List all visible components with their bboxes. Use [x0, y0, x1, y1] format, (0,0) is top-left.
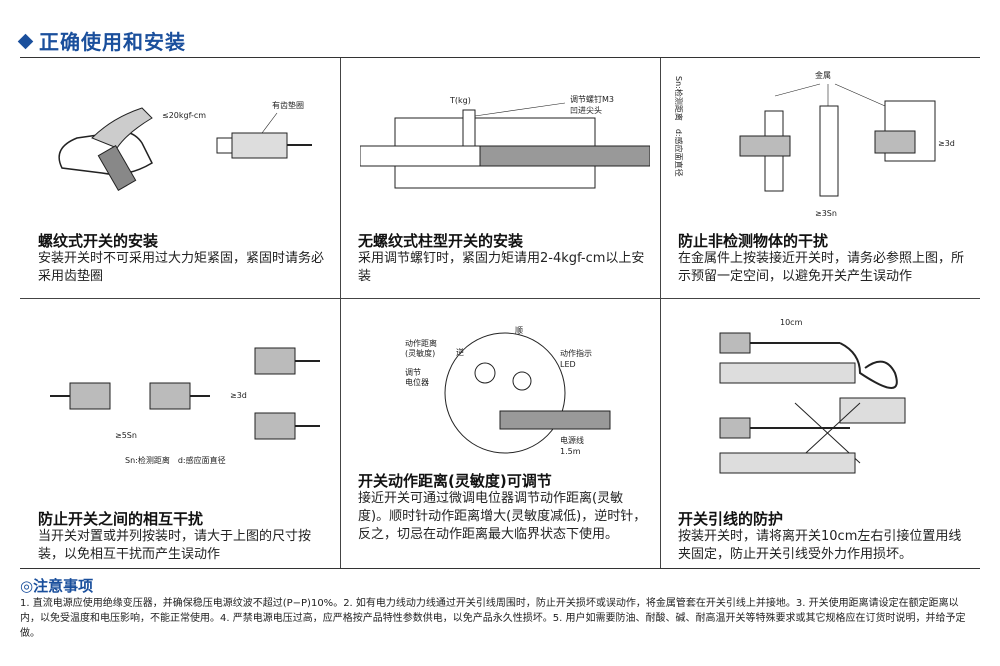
cell-title: 螺纹式开关的安装: [38, 232, 159, 250]
cell-unthreaded-install: T(kg) 调节螺钉M3 凹进尖头 无螺纹式柱型开关的安装 采用调节螺钉时，紧固…: [340, 58, 660, 298]
cell-metal-interference: Sn:检测距离 d:感应面直径 金属 ≥3Sn ≥3d 防止非检测物体的干扰 在…: [660, 58, 980, 298]
led-label: LED: [560, 360, 576, 369]
divider: [340, 58, 341, 568]
cw-label: 顺: [515, 326, 523, 335]
cell-body: 接近开关可通过微调电位器调节动作距离(灵敏度)。顺时针动作距离增大(灵敏度减低)…: [358, 491, 647, 542]
install-grid: ≤20kgf-cm 有齿垫圈 螺纹式开关的安装 安装开关时不可采用过大力矩紧固，…: [20, 58, 980, 568]
metal-label: 金属: [815, 70, 831, 80]
dim-label: ≥5Sn: [115, 431, 137, 440]
led-label: 动作指示: [560, 348, 592, 358]
cell-title: 防止开关之间的相互干扰: [38, 510, 204, 528]
cell-body: 按装开关时，请将离开关10cm左右引接位置用线夹固定，防止开关引线受外力作用损坏…: [678, 529, 962, 562]
dim-label: ≥3d: [938, 139, 955, 148]
cell-body: 采用调节螺钉时，紧固力矩请用2-4kgf-cm以上安装: [358, 251, 645, 284]
screw-label: 调节螺钉M3: [570, 94, 614, 104]
divider: [660, 58, 661, 568]
notes-title: ◎注意事项: [20, 577, 94, 595]
cell-title: 无螺纹式柱型开关的安装: [358, 232, 524, 250]
pot-label: 电位器: [405, 377, 429, 387]
adjustable-range-figure: 动作距离 (灵敏度) 调节 电位器 顺 逆 动作指示 LED 电源线 1.5m: [405, 326, 611, 456]
tip-label: 凹进尖头: [570, 105, 602, 115]
distance-label: 10cm: [780, 318, 803, 327]
range-label: (灵敏度): [405, 348, 435, 358]
cell-body: 在金属件上按装接近开关时，请务必参照上图，所示预留一定空间，以避免开关产生误动作: [678, 251, 965, 284]
ccw-label: 逆: [456, 347, 464, 357]
divider: [20, 298, 980, 299]
cell-title: 开关引线的防护: [678, 510, 784, 528]
range-label: 动作距离: [405, 338, 437, 348]
cable-label: 电源线: [560, 435, 584, 445]
dim-label: ≥3Sn: [815, 209, 837, 218]
cell-adjustable-range: 动作距离 (灵敏度) 调节 电位器 顺 逆 动作指示 LED 电源线 1.5m …: [340, 298, 660, 568]
metal-interference-figure: Sn:检测距离 d:感应面直径 金属 ≥3Sn ≥3d: [674, 70, 955, 218]
washer-label: 有齿垫圈: [272, 100, 304, 110]
cell-threaded-install: ≤20kgf-cm 有齿垫圈 螺纹式开关的安装 安装开关时不可采用过大力矩紧固，…: [20, 58, 340, 298]
threaded-install-figure: ≤20kgf-cm 有齿垫圈: [58, 100, 312, 192]
legend-label: Sn:检测距离 d:感应面直径: [125, 455, 226, 465]
mutual-interference-figure: ≥5Sn ≥3d Sn:检测距离 d:感应面直径: [50, 347, 320, 465]
pot-label: 调节: [405, 368, 421, 377]
top-rule: [20, 57, 980, 58]
torque-label: ≤20kgf-cm: [162, 111, 206, 120]
lead-protection-figure: 10cm: [719, 318, 906, 474]
notes-body: 1. 直流电源应使用绝缘变压器，并确保稳压电源纹波不超过(P−P)10%。2. …: [20, 598, 966, 639]
cell-body: 当开关对置或并列按装时，请大于上图的尺寸按装，以免相互干扰而产生误动作: [38, 529, 312, 562]
cell-body: 安装开关时不可采用过大力矩紧固，紧固时请务必采用齿垫圈: [38, 251, 325, 284]
cell-mutual-interference: ≥5Sn ≥3d Sn:检测距离 d:感应面直径 防止开关之间的相互干扰 当开关…: [20, 298, 340, 568]
dim-label: ≥3d: [230, 391, 247, 400]
unthreaded-install-figure: T(kg) 调节螺钉M3 凹进尖头: [360, 94, 650, 189]
cell-title: 防止非检测物体的干扰: [678, 232, 829, 250]
page-title: 正确使用和安装: [17, 26, 186, 55]
cable-label: 1.5m: [560, 447, 581, 456]
cell-title: 开关动作距离(灵敏度)可调节: [358, 472, 552, 490]
diamond-icon: [17, 33, 34, 50]
torque-label: T(kg): [449, 96, 471, 105]
cell-lead-protection: 10cm 开关引线的防护 按装开关时，请将离开关10cm左右引接位置用线夹固定，…: [660, 298, 980, 568]
page-title-text: 正确使用和安装: [39, 30, 186, 54]
bottom-rule: [20, 568, 980, 569]
legend-label: Sn:检测距离 d:感应面直径: [674, 76, 684, 177]
